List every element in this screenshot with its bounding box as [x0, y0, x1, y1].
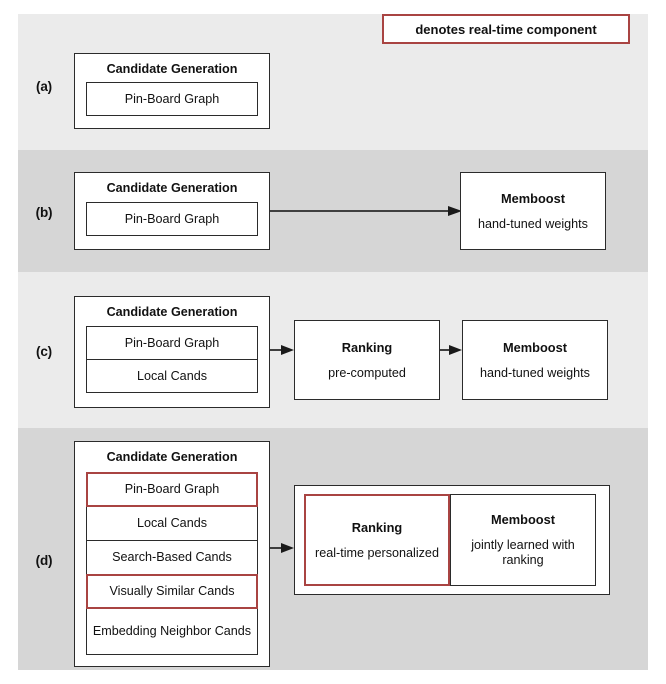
arrow-ranking-to-memboost-c: [440, 344, 462, 356]
stage-title-ranking-c: Ranking: [341, 339, 393, 355]
candidate-generation-title-d: Candidate Generation: [106, 450, 238, 464]
stage-subtitle-memboost-d: jointly learned with ranking: [471, 538, 575, 567]
stage-memboost-b: Memboost hand-tuned weights: [460, 172, 606, 250]
candidate-item-pin-board-graph-b: Pin-Board Graph: [86, 202, 258, 236]
row-label-d: (d): [35, 553, 53, 568]
candidate-item-search-based-cands-d: Search-Based Cands: [86, 540, 258, 575]
candidate-item-pin-board-graph-d: Pin-Board Graph: [86, 472, 258, 507]
candidate-generation-title-c: Candidate Generation: [106, 305, 238, 319]
stage-subtitle-memboost-c: hand-tuned weights: [480, 365, 590, 380]
stage-title-ranking-d: Ranking: [351, 519, 403, 535]
row-label-b: (b): [35, 205, 53, 220]
stage-ranking-c: Ranking pre-computed: [294, 320, 440, 400]
stage-title-memboost-d: Memboost: [491, 512, 555, 528]
candidate-item-embedding-neighbor-cands-d: Embedding Neighbor Cands: [86, 608, 258, 655]
stage-title-memboost-b: Memboost: [501, 190, 565, 206]
arrow-cg-to-ranking-d: [270, 542, 294, 554]
legend-label: denotes real-time component: [415, 21, 597, 37]
stage-subtitle-memboost-b: hand-tuned weights: [478, 216, 588, 231]
candidate-generation-title-b: Candidate Generation: [106, 181, 238, 195]
candidate-item-local-cands-d: Local Cands: [86, 506, 258, 541]
stage-memboost-c: Memboost hand-tuned weights: [462, 320, 608, 400]
candidate-generation-title-a: Candidate Generation: [106, 62, 238, 76]
row-label-a: (a): [36, 79, 52, 94]
candidate-item-visually-similar-cands-d: Visually Similar Cands: [86, 574, 258, 609]
stage-subtitle-ranking-d: real-time personalized: [315, 545, 439, 560]
stage-subtitle-ranking-c: pre-computed: [328, 365, 406, 380]
arrow-cg-to-memboost-b: [270, 205, 462, 217]
candidate-item-pin-board-graph-a: Pin-Board Graph: [86, 82, 258, 116]
stage-title-memboost-c: Memboost: [503, 339, 567, 355]
stage-memboost-d: Memboost jointly learned with ranking: [450, 494, 596, 586]
stage-ranking-d: Ranking real-time personalized: [304, 494, 450, 586]
legend-realtime: denotes real-time component: [382, 14, 630, 44]
candidate-item-local-cands-c: Local Cands: [86, 359, 258, 393]
arrow-cg-to-ranking-c: [270, 344, 294, 356]
row-label-c: (c): [36, 344, 52, 359]
candidate-item-pin-board-graph-c: Pin-Board Graph: [86, 326, 258, 360]
